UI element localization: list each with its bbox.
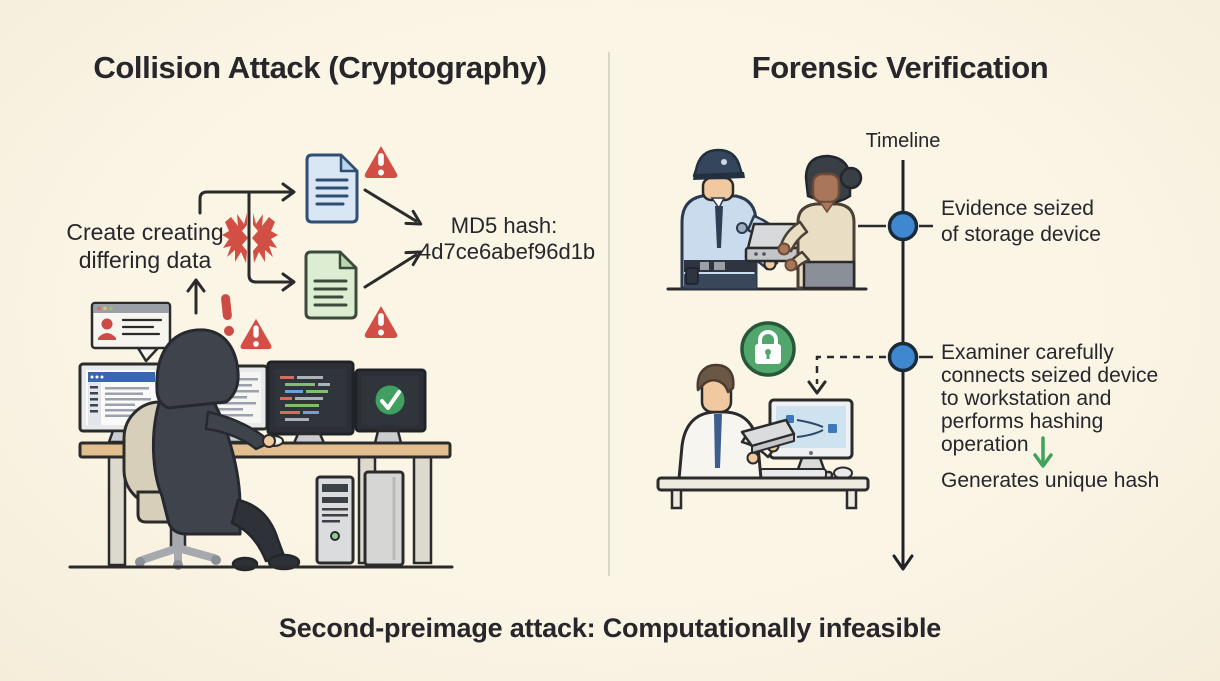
event2-text: Examiner carefully connects seized devic… (941, 341, 1159, 456)
event1-line2: of storage device (941, 223, 1101, 246)
create-data-label: Create creating differing data (65, 218, 225, 274)
checkmark-icon (375, 385, 405, 415)
panel-divider (608, 52, 610, 576)
computer-tower-plain (363, 470, 405, 567)
alert-popup-icon (90, 301, 172, 363)
create-data-label-line1: Create creating (66, 219, 224, 245)
md5-hash-block: MD5 hash: 4d7ce6abef96d1b (419, 213, 596, 265)
create-data-label-line2: differing data (78, 247, 212, 273)
monitor-code (266, 360, 355, 445)
left-panel-title: Collision Attack (Cryptography) (93, 50, 547, 85)
monitor-check (354, 368, 427, 445)
examiner-figure (676, 363, 796, 492)
exclamation-icon (221, 294, 234, 336)
right-panel-title: Forensic Verification (751, 50, 1049, 85)
examiner-desk (656, 476, 870, 492)
event1-line1: Evidence seized (941, 197, 1094, 220)
document-blue-icon (305, 153, 359, 224)
examiner-scene (656, 363, 870, 510)
timeline-node-icon (887, 341, 919, 373)
flow-arrows (186, 182, 423, 315)
evidence-handover-scene (666, 148, 868, 291)
woman-figure (777, 154, 863, 290)
lock-icon (740, 321, 796, 377)
md5-hash-value: 4d7ce6abef96d1b (419, 239, 596, 264)
computer-tower-striped (315, 475, 355, 565)
police-officer-figure (680, 148, 786, 290)
document-green-icon (304, 250, 358, 320)
timeline (858, 160, 933, 571)
timeline-label: Timeline (865, 130, 941, 152)
timeline-node-icon (887, 210, 919, 242)
dashed-arrow (807, 355, 886, 395)
collision-burst-icon (222, 213, 278, 263)
green-down-arrow-icon (1033, 436, 1053, 468)
warning-triangle-icon (364, 146, 398, 178)
warning-triangle-icon (364, 306, 398, 338)
warning-triangle-icon (240, 318, 272, 350)
hacker-workstation-scene (68, 328, 454, 572)
result-text: Generates unique hash (941, 469, 1160, 492)
footer-caption: Second-preimage attack: Computationally … (278, 613, 942, 643)
event1-text: Evidence seized of storage device (941, 196, 1121, 248)
hacker-figure (152, 328, 301, 572)
md5-hash-label: MD5 hash: (450, 213, 558, 238)
